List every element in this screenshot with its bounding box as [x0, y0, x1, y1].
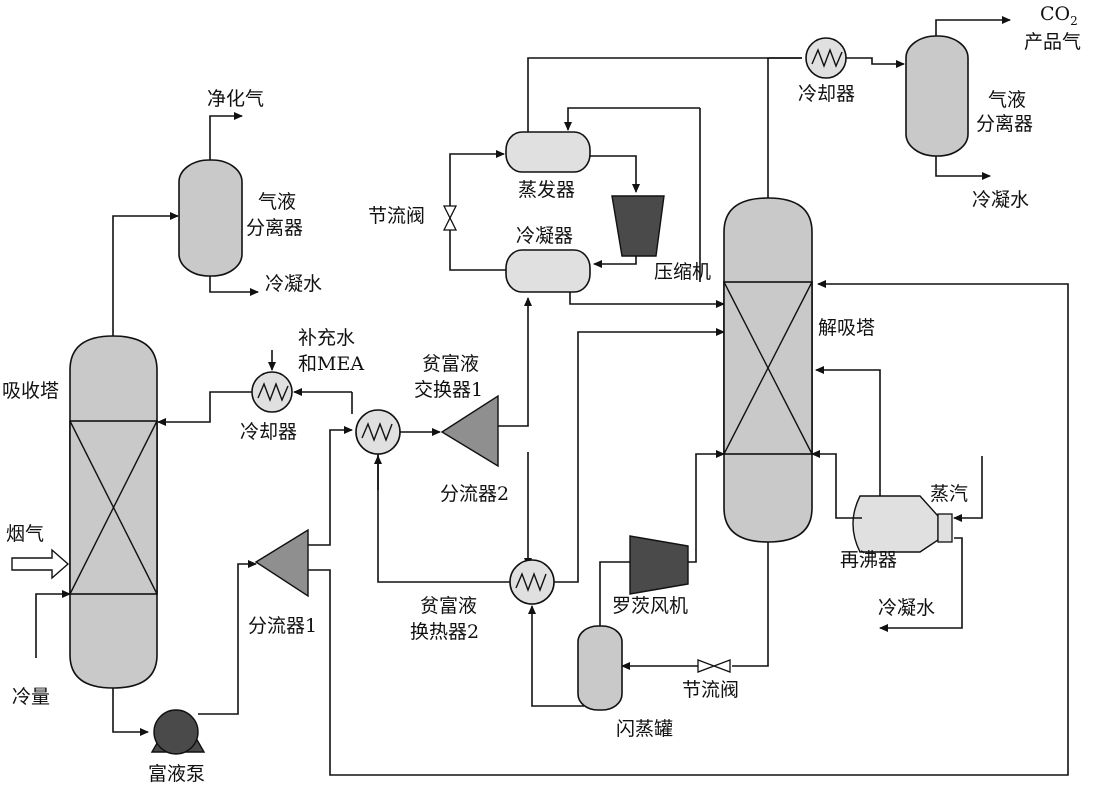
condensate-top-label: 冷凝水 — [972, 189, 1029, 211]
desorber-column — [723, 197, 813, 543]
lean-rich-heat-exchanger-2 — [509, 559, 555, 605]
gas-liquid-separator-left — [178, 159, 243, 277]
makeup-label-1: 补充水 — [298, 327, 355, 349]
steam-label: 蒸汽 — [930, 483, 968, 505]
hx2-label-2: 换热器2 — [410, 621, 479, 643]
compressor-label: 压缩机 — [654, 261, 711, 283]
throttle-valve-top-icon — [442, 205, 458, 231]
evaporator-label: 蒸发器 — [518, 179, 575, 201]
throttle-top-label: 节流阀 — [368, 205, 425, 227]
purified-gas-label: 净化气 — [207, 88, 264, 110]
hx1-label-2: 交换器1 — [414, 379, 483, 401]
compressor — [611, 195, 665, 257]
condensate-left-label: 冷凝水 — [265, 273, 322, 295]
makeup-label-2: 和MEA — [298, 353, 364, 375]
flash-tank — [577, 625, 623, 711]
co2-label: CO2 — [1040, 3, 1078, 28]
splitter1-label: 分流器1 — [248, 615, 317, 637]
splitter-1 — [254, 528, 309, 598]
cooler-left — [251, 371, 293, 413]
cooler-top — [805, 37, 847, 79]
condensate-reboiler-label: 冷凝水 — [878, 597, 935, 619]
separator-left-label-1: 气液 — [258, 191, 296, 213]
cooler-top-label: 冷却器 — [798, 83, 855, 105]
gas-liquid-separator-top — [905, 35, 969, 157]
lean-rich-heat-exchanger-1 — [355, 409, 401, 455]
condenser-label: 冷凝器 — [516, 225, 573, 247]
splitter-2 — [440, 394, 499, 468]
rich-pump-icon — [150, 709, 206, 755]
flue-gas-arrow-icon — [11, 548, 70, 580]
throttle-bottom-label: 节流阀 — [682, 679, 739, 701]
cooling-label: 冷量 — [12, 686, 50, 708]
product-gas-label: 产品气 — [1024, 31, 1081, 53]
absorber-label: 吸收塔 — [2, 380, 59, 402]
roots-blower-label: 罗茨风机 — [612, 595, 688, 617]
rich-pump-label: 富液泵 — [148, 763, 205, 785]
hx2-label-1: 贫富液 — [420, 595, 477, 617]
evaporator — [505, 131, 591, 173]
flue-gas-label: 烟气 — [6, 523, 44, 545]
separator-top-label-1: 气液 — [988, 89, 1026, 111]
hx1-label-1: 贫富液 — [422, 353, 479, 375]
separator-left-label-2: 分离器 — [246, 217, 303, 239]
roots-blower — [629, 535, 689, 595]
cooler-left-label: 冷却器 — [240, 421, 297, 443]
reboiler — [852, 495, 953, 553]
flash-tank-label: 闪蒸罐 — [616, 718, 673, 740]
throttle-valve-bottom-icon — [697, 659, 731, 673]
reboiler-label: 再沸器 — [840, 549, 897, 571]
condenser — [505, 249, 591, 293]
desorber-label: 解吸塔 — [818, 317, 875, 339]
absorber-column — [69, 335, 158, 689]
splitter2-label: 分流器2 — [440, 483, 509, 505]
separator-top-label-2: 分离器 — [976, 113, 1033, 135]
